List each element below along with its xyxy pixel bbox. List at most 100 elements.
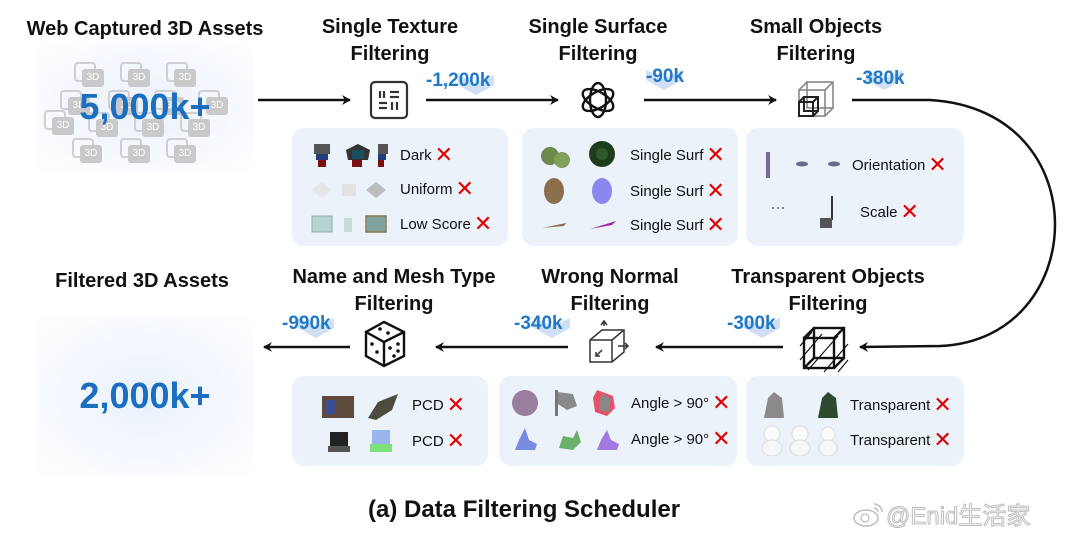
reject-icon: ✕: [933, 427, 952, 452]
example-row: Transparent ✕: [760, 390, 952, 420]
stage-title-line2: Filtering: [788, 293, 868, 315]
transparent-cube-icon: [799, 326, 849, 373]
delta-single-surface: -90k: [646, 66, 685, 87]
reject-reason: Single Surf: [630, 182, 704, 200]
texture-grid-icon: [369, 80, 409, 120]
stage-title-line1: Single Texture: [321, 16, 459, 38]
reject-reason: Dark: [400, 146, 432, 164]
3d-tile-icon: 3D: [120, 138, 150, 163]
pcd-thumbnails: [328, 430, 392, 452]
panel-single-surface: Single Surf ✕ Single Surf ✕ Single Surf …: [522, 128, 738, 246]
single-surface-thumbnails: [544, 178, 612, 204]
stage-title-line2: Filtering: [570, 293, 650, 315]
panel-wrong-normal: Angle > 90° ✕ Angle > 90° ✕: [499, 376, 737, 466]
stage-title-line2: Filtering: [350, 43, 430, 65]
stage-title-transparent-objects: Transparent Objects Filtering: [706, 264, 950, 318]
example-row: Uniform ✕: [310, 178, 474, 200]
watermark-text: @Enid生活家: [885, 503, 1031, 531]
delta-small-objects: -380k: [856, 68, 905, 89]
dark-asset-thumbnails: [314, 144, 388, 167]
stage-title-line1: Wrong Normal: [541, 266, 679, 288]
example-row: PCD ✕: [320, 426, 465, 456]
chevron-down-icon: [866, 70, 902, 90]
reject-reason: PCD: [412, 396, 444, 414]
stage-title-line1: Transparent Objects: [731, 266, 925, 288]
transparent-thumbnails: [764, 392, 838, 418]
3d-tile-icon: 3D: [198, 90, 228, 115]
reject-reason: Transparent: [850, 396, 931, 414]
chevron-down-icon: [458, 75, 494, 95]
example-row: Low Score ✕: [310, 212, 492, 236]
reject-icon: ✕: [434, 142, 454, 167]
reject-icon: ✕: [900, 199, 919, 224]
source-count: 5,000k+: [79, 86, 211, 127]
weibo-icon: [853, 502, 883, 527]
stage-title-name-mesh-type: Name and Mesh Type Filtering: [276, 264, 512, 318]
panel-name-mesh-type: PCD ✕ PCD ✕: [292, 376, 488, 466]
reject-icon: ✕: [446, 428, 466, 453]
reject-icon: ✕: [706, 212, 725, 237]
orientation-thumbnails: [766, 152, 840, 178]
nested-cube-icon: [798, 81, 834, 117]
pcd-thumbnails: [322, 394, 398, 420]
uniform-asset-thumbnails: [312, 182, 386, 198]
reject-icon: ✕: [446, 392, 466, 417]
example-row: Single Surf ✕: [540, 214, 725, 236]
example-row: Orientation ✕: [762, 150, 947, 180]
source-title: Web Captured 3D Assets: [26, 18, 264, 40]
delta-single-texture: -1,200k: [426, 70, 491, 91]
stage-title-line1: Small Objects: [749, 16, 883, 38]
chevron-down-icon: [646, 70, 682, 90]
stage-title-line2: Filtering: [354, 293, 434, 315]
single-surface-thumbnails: [542, 221, 616, 229]
chevron-down-icon: [534, 318, 570, 338]
wrong-normal-thumbnails: [515, 428, 619, 450]
3d-tile-icon: 3D: [60, 90, 90, 115]
example-row: Angle > 90° ✕: [511, 388, 731, 418]
delta-transparent-objects: -300k: [727, 313, 776, 334]
reject-icon: ✕: [455, 176, 474, 201]
reject-icon: ✕: [712, 426, 731, 451]
example-row: Single Surf ✕: [540, 140, 725, 170]
stage-title-single-texture: Single Texture Filtering: [300, 14, 480, 68]
delta-wrong-normal: -340k: [514, 313, 563, 334]
stage-title-single-surface: Single Surface Filtering: [508, 14, 688, 68]
3d-tile-icon: 3D: [166, 62, 196, 87]
3d-tile-icon: 3D: [180, 112, 210, 137]
stage-title-wrong-normal: Wrong Normal Filtering: [520, 264, 700, 318]
chevron-down-icon: [298, 318, 334, 338]
reject-reason: Single Surf: [630, 216, 704, 234]
result-count-box: 2,000k+: [36, 316, 254, 476]
3d-tile-icon: 3D: [166, 138, 196, 163]
reject-reason: PCD: [412, 432, 444, 450]
reject-icon: ✕: [712, 390, 731, 415]
reject-reason: Orientation: [852, 156, 926, 174]
stage-title-line1: Name and Mesh Type: [292, 266, 496, 288]
reject-icon: ✕: [473, 211, 493, 236]
single-surface-thumbnails: [541, 141, 615, 168]
3d-tile-icon: 3D: [134, 112, 164, 137]
low-score-asset-thumbnails: [311, 215, 387, 233]
reject-icon: ✕: [933, 392, 952, 417]
normal-axes-cube-icon: [589, 319, 630, 363]
reject-reason: Low Score: [400, 215, 471, 233]
result-title: Filtered 3D Assets: [55, 270, 229, 292]
3d-tile-icon: 3D: [44, 110, 74, 135]
result-count: 2,000k+: [79, 375, 211, 416]
watermark: @Enid生活家: [852, 496, 1031, 531]
example-row: Dark ✕: [310, 142, 453, 168]
dice-icon: [364, 320, 406, 368]
3d-tile-icon: 3D: [120, 62, 150, 87]
delta-name-mesh-type: -990k: [282, 313, 331, 334]
scale-thumbnails: [772, 196, 833, 228]
3d-tile-icon: 3D: [74, 62, 104, 87]
stage-title-line2: Filtering: [776, 43, 856, 65]
reject-reason: Scale: [860, 203, 898, 221]
transparent-thumbnails: [761, 425, 838, 456]
reject-reason: Transparent: [850, 431, 931, 449]
arrow-small-to-transparent: [852, 98, 1057, 352]
example-row: Single Surf ✕: [540, 176, 725, 206]
3d-tile-icon: 3D: [88, 112, 118, 137]
